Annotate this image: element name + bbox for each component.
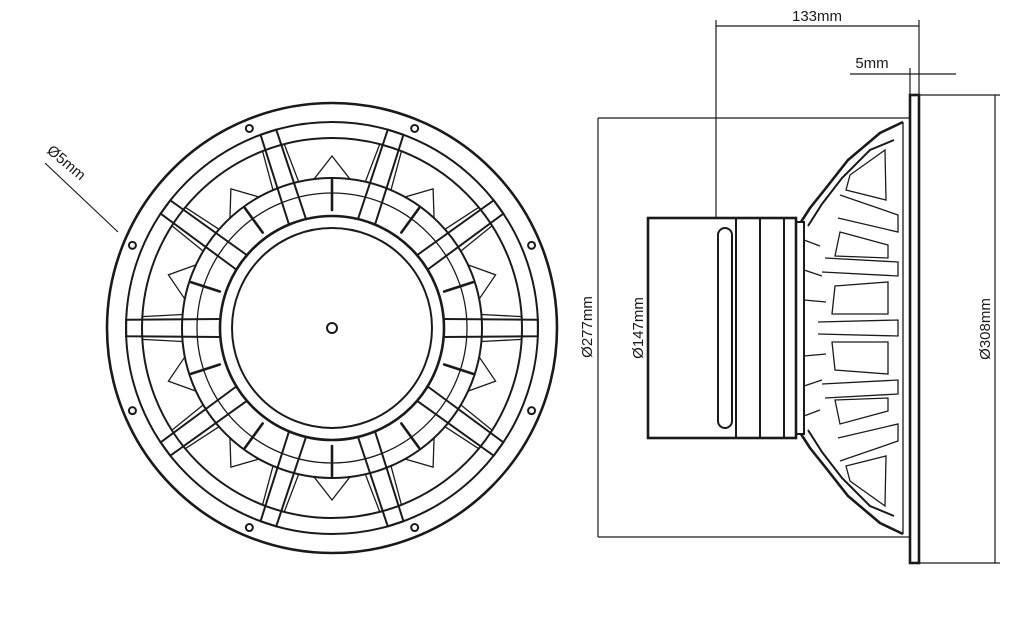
basket-spoke xyxy=(357,128,405,225)
magnet-rib xyxy=(442,280,475,293)
spoke-edge xyxy=(261,465,300,513)
mounting-hole xyxy=(127,406,137,416)
basket-spoke xyxy=(259,431,307,528)
terminal-tab xyxy=(167,264,197,300)
basket-spoke xyxy=(443,318,539,338)
outer-dimension: Ø308mm xyxy=(919,94,1000,564)
basket-spokes xyxy=(125,128,539,528)
cutout-dimension: Ø277mm xyxy=(579,118,599,537)
spoke-edge xyxy=(364,465,403,513)
magnet-rib xyxy=(400,422,421,450)
basket-spoke xyxy=(416,198,505,271)
magnet-outer xyxy=(218,214,446,442)
mounting-hole xyxy=(127,240,137,250)
magnet-rib xyxy=(400,206,421,234)
cutout-label: Ø277mm xyxy=(579,296,596,358)
mounting-hole xyxy=(244,123,254,133)
spoke-edge xyxy=(261,143,300,191)
side-window-5 xyxy=(834,397,889,425)
magnet-ribs xyxy=(167,154,497,502)
side-rib-2 xyxy=(821,257,899,277)
terminal-tab xyxy=(313,154,351,180)
magnet-rib xyxy=(442,363,475,376)
spoke-edge xyxy=(142,313,183,343)
pole-piece xyxy=(717,227,733,429)
hole-label: Ø5mm xyxy=(43,142,88,184)
mounting-flange xyxy=(908,93,921,565)
outer-frame-ring xyxy=(105,101,559,555)
flange-label: 5mm xyxy=(855,55,888,72)
outer-label: Ø308mm xyxy=(977,298,994,360)
depth-label: 133mm xyxy=(792,8,842,25)
side-rib-1 xyxy=(837,194,899,233)
side-window-2 xyxy=(834,231,889,259)
basket-spoke xyxy=(125,318,221,338)
mounting-hole xyxy=(410,523,420,533)
mounting-hole xyxy=(527,406,537,416)
spoke-edge xyxy=(171,404,220,450)
basket-profile-top xyxy=(799,120,904,223)
spoke-edge xyxy=(171,206,220,252)
side-rib-5 xyxy=(837,423,899,462)
magnet-rib xyxy=(189,363,222,376)
surround-ring xyxy=(196,192,468,464)
mounting-hole xyxy=(244,523,254,533)
magnet-inner xyxy=(231,227,433,429)
side-rib-4 xyxy=(821,379,899,399)
basket-profile-bottom xyxy=(799,433,904,536)
terminal-tab xyxy=(404,187,435,219)
mounting-hole xyxy=(410,123,420,133)
pole-vent xyxy=(326,322,338,334)
side-view xyxy=(598,93,921,565)
spider-lines xyxy=(803,239,827,417)
side-window-3 xyxy=(831,281,889,315)
hole-dimension: Ø5mm xyxy=(43,142,119,233)
basket-profile-bottom-inner xyxy=(807,429,895,517)
hole-leader xyxy=(44,162,119,233)
terminal-tab xyxy=(313,476,351,502)
magnet-rib xyxy=(243,422,264,450)
terminal-tab xyxy=(404,437,435,469)
spoke-edge xyxy=(444,206,493,252)
flange-dimension: 5mm xyxy=(850,55,956,95)
basket-window-outer xyxy=(141,137,523,519)
spoke-edge xyxy=(481,313,522,343)
terminal-tab xyxy=(467,264,497,300)
spoke-edge xyxy=(364,143,403,191)
front-view xyxy=(105,101,559,555)
side-window-6 xyxy=(845,455,887,508)
mounting-hole xyxy=(527,240,537,250)
magnet-dimension: Ø147mm xyxy=(630,218,649,438)
terminal-tab xyxy=(229,187,260,219)
terminal-tab xyxy=(467,356,497,392)
depth-dimension: 133mm xyxy=(715,8,920,218)
magnet-stack xyxy=(646,216,798,440)
magnet-rib xyxy=(243,206,264,234)
side-window-1 xyxy=(845,148,887,201)
side-window-4 xyxy=(831,341,889,375)
basket-spoke xyxy=(159,198,248,271)
magnet-label: Ø147mm xyxy=(630,297,647,359)
side-rib-3 xyxy=(817,319,899,337)
mounting-holes xyxy=(127,123,537,533)
basket-spoke xyxy=(159,385,248,458)
terminal-tab xyxy=(167,356,197,392)
magnet-rib xyxy=(189,280,222,293)
basket-spoke xyxy=(357,431,405,528)
terminal-tab xyxy=(229,437,260,469)
basket-window-inner xyxy=(181,177,483,479)
spoke-edge xyxy=(444,404,493,450)
basket-spoke xyxy=(259,128,307,225)
basket-spoke xyxy=(416,385,505,458)
basket-profile-top-inner xyxy=(807,139,895,227)
